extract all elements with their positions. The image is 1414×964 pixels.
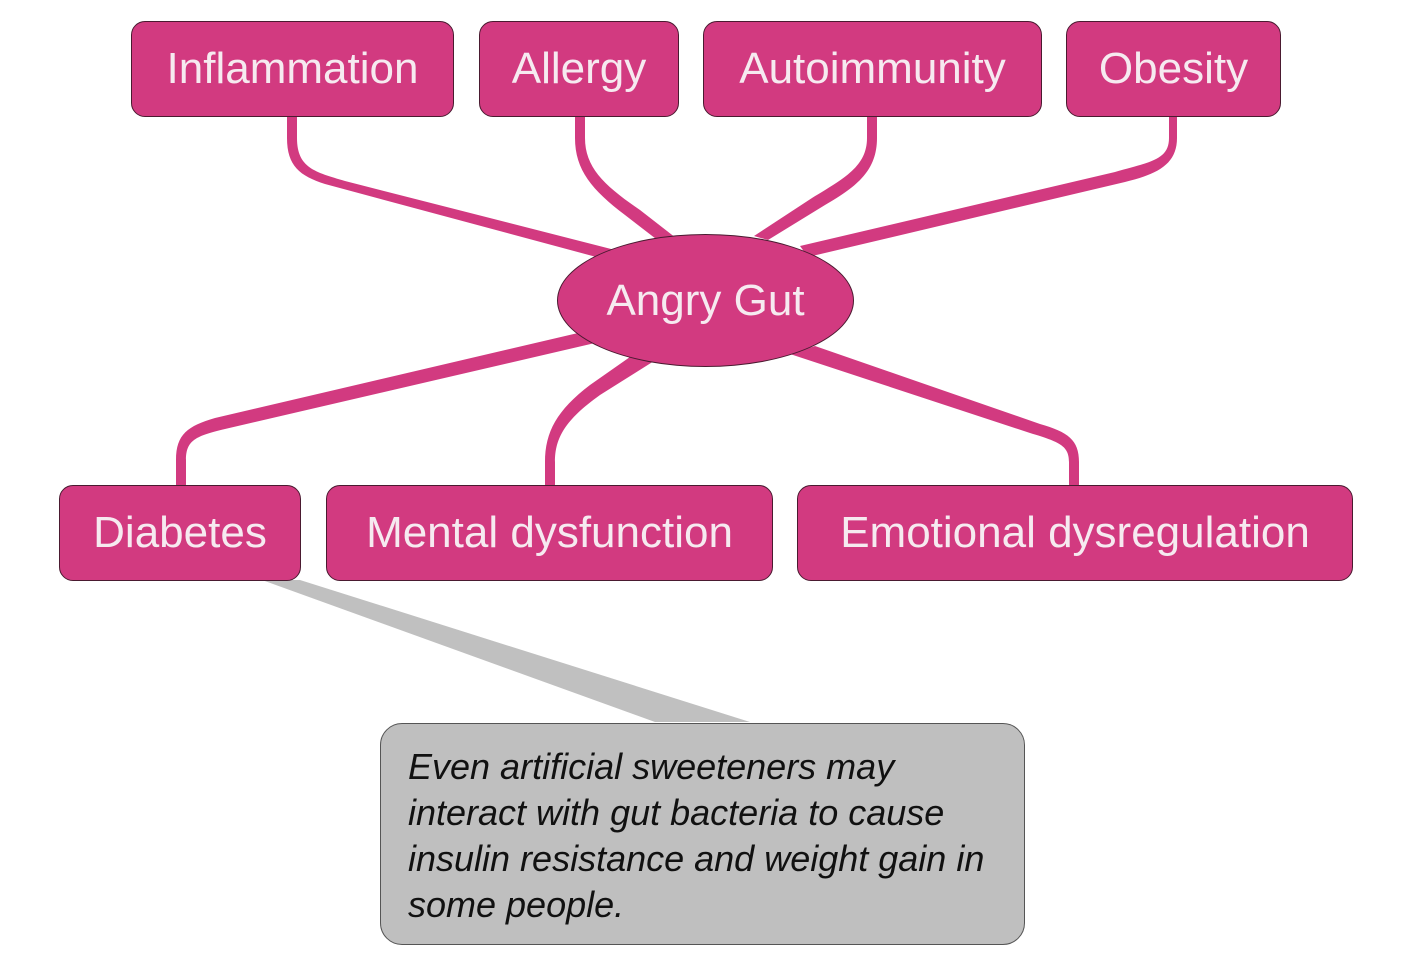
node-allergy: Allergy bbox=[479, 21, 679, 117]
node-emotional-dysregulation: Emotional dysregulation bbox=[797, 485, 1353, 581]
connector-obesity bbox=[800, 116, 1177, 257]
node-diabetes: Diabetes bbox=[59, 485, 301, 581]
connector-mental-dysfunction bbox=[545, 350, 662, 486]
callout-pointer bbox=[262, 580, 750, 722]
node-inflammation-label: Inflammation bbox=[166, 44, 419, 93]
connector-inflammation bbox=[287, 116, 615, 258]
connector-emotional-dysregulation bbox=[790, 346, 1079, 486]
node-autoimmunity-label: Autoimmunity bbox=[739, 44, 1006, 93]
callout-text: Even artificial sweeteners may interact … bbox=[408, 746, 985, 925]
node-obesity-label: Obesity bbox=[1098, 44, 1249, 93]
connector-group bbox=[176, 116, 1177, 486]
node-obesity: Obesity bbox=[1066, 21, 1281, 117]
connector-diabetes bbox=[176, 333, 595, 486]
node-mental-dysfunction-label: Mental dysfunction bbox=[366, 508, 733, 557]
node-angry-gut: Angry Gut bbox=[557, 234, 854, 367]
callout-note: Even artificial sweeteners may interact … bbox=[380, 723, 1025, 945]
node-allergy-label: Allergy bbox=[511, 44, 647, 93]
node-angry-gut-label: Angry Gut bbox=[606, 275, 805, 325]
node-mental-dysfunction: Mental dysfunction bbox=[326, 485, 773, 581]
connector-autoimmunity bbox=[754, 116, 877, 240]
node-diabetes-label: Diabetes bbox=[93, 508, 267, 557]
node-inflammation: Inflammation bbox=[131, 21, 454, 117]
connector-allergy bbox=[575, 116, 676, 242]
node-emotional-dysregulation-label: Emotional dysregulation bbox=[840, 508, 1310, 557]
node-autoimmunity: Autoimmunity bbox=[703, 21, 1042, 117]
